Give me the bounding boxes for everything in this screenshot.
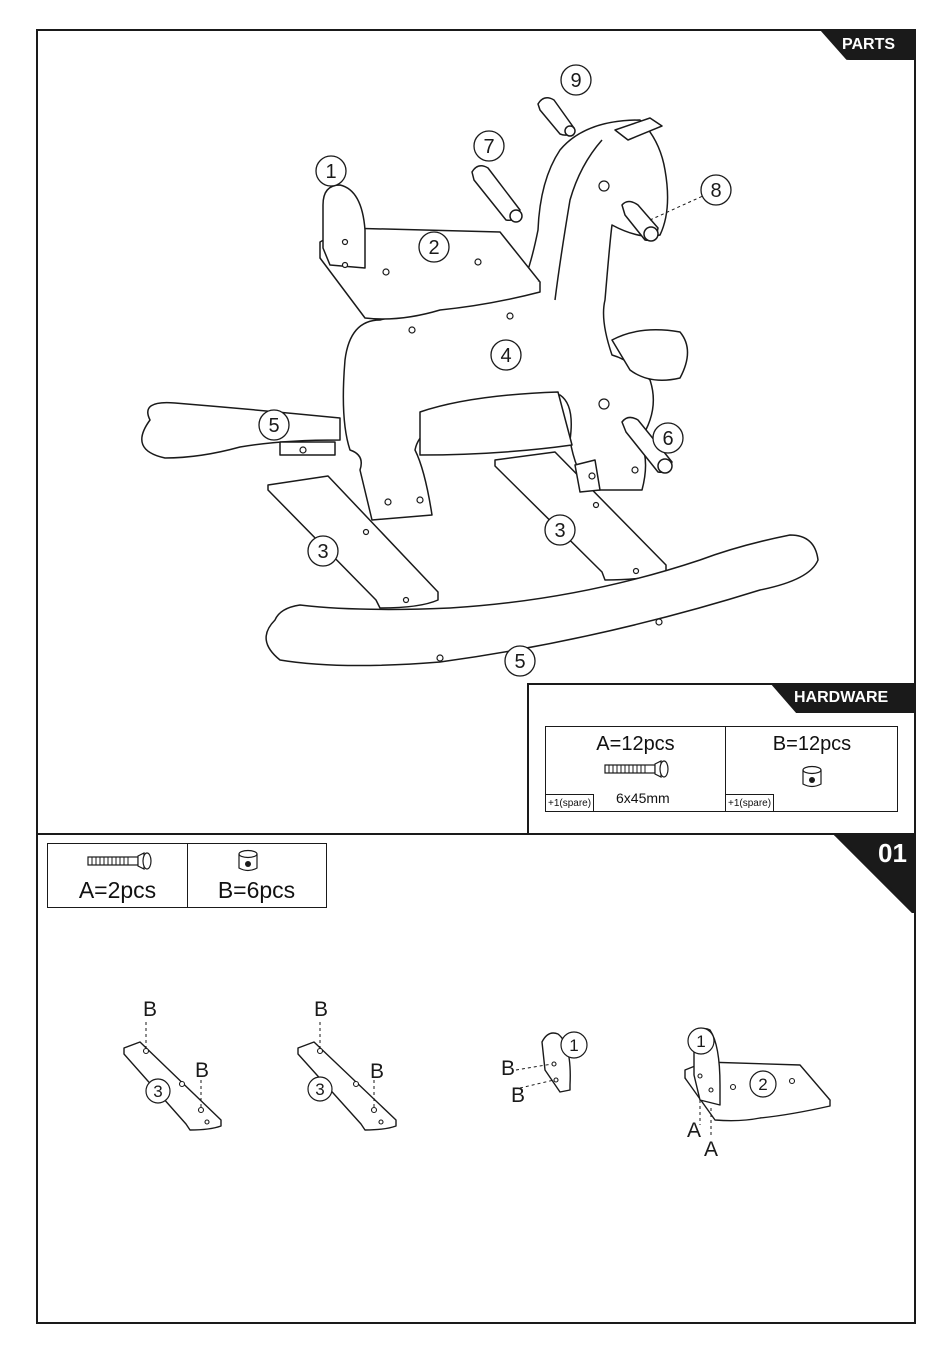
step-label-b: B [511,1084,525,1107]
step-callout-3-b: 3 [308,1077,332,1101]
svg-text:2: 2 [758,1075,767,1094]
svg-text:3: 3 [153,1082,162,1101]
svg-text:7: 7 [483,136,494,158]
step-label-b: B [314,998,328,1021]
step-label-a: A [687,1119,701,1142]
step-callout-1-a: 1 [561,1032,587,1058]
svg-text:2: 2 [428,237,439,259]
callout-6: 6 [653,423,683,453]
svg-text:3: 3 [317,541,328,563]
callout-5-front: 5 [505,646,535,676]
svg-text:5: 5 [268,415,279,437]
svg-text:4: 4 [500,345,511,367]
callout-9: 9 [561,65,591,95]
callout-7: 7 [474,131,504,161]
svg-text:5: 5 [514,651,525,673]
callout-5-back: 5 [259,410,289,440]
step-label-b: B [370,1060,384,1083]
step-label-b: B [501,1057,515,1080]
svg-text:8: 8 [710,180,721,202]
callout-1: 1 [316,156,346,186]
svg-text:1: 1 [696,1032,705,1051]
step-callout-3-a: 3 [146,1079,170,1103]
part-1-backrest [323,185,365,268]
callout-8: 8 [701,175,731,205]
step-callout-2: 2 [750,1071,776,1097]
svg-text:1: 1 [569,1036,578,1055]
svg-text:6: 6 [662,428,673,450]
svg-text:9: 9 [570,70,581,92]
callout-3-right: 3 [545,515,575,545]
svg-text:3: 3 [315,1080,324,1099]
step-label-b: B [143,998,157,1021]
svg-text:3: 3 [554,520,565,542]
svg-text:1: 1 [325,161,336,183]
step-callout-1-b: 1 [688,1028,714,1054]
step-slat-3-a [124,1042,221,1130]
step-label-b: B [195,1059,209,1082]
step-label-a: A [704,1138,718,1161]
callout-3-left: 3 [308,536,338,566]
callout-4: 4 [491,340,521,370]
callout-2: 2 [419,232,449,262]
